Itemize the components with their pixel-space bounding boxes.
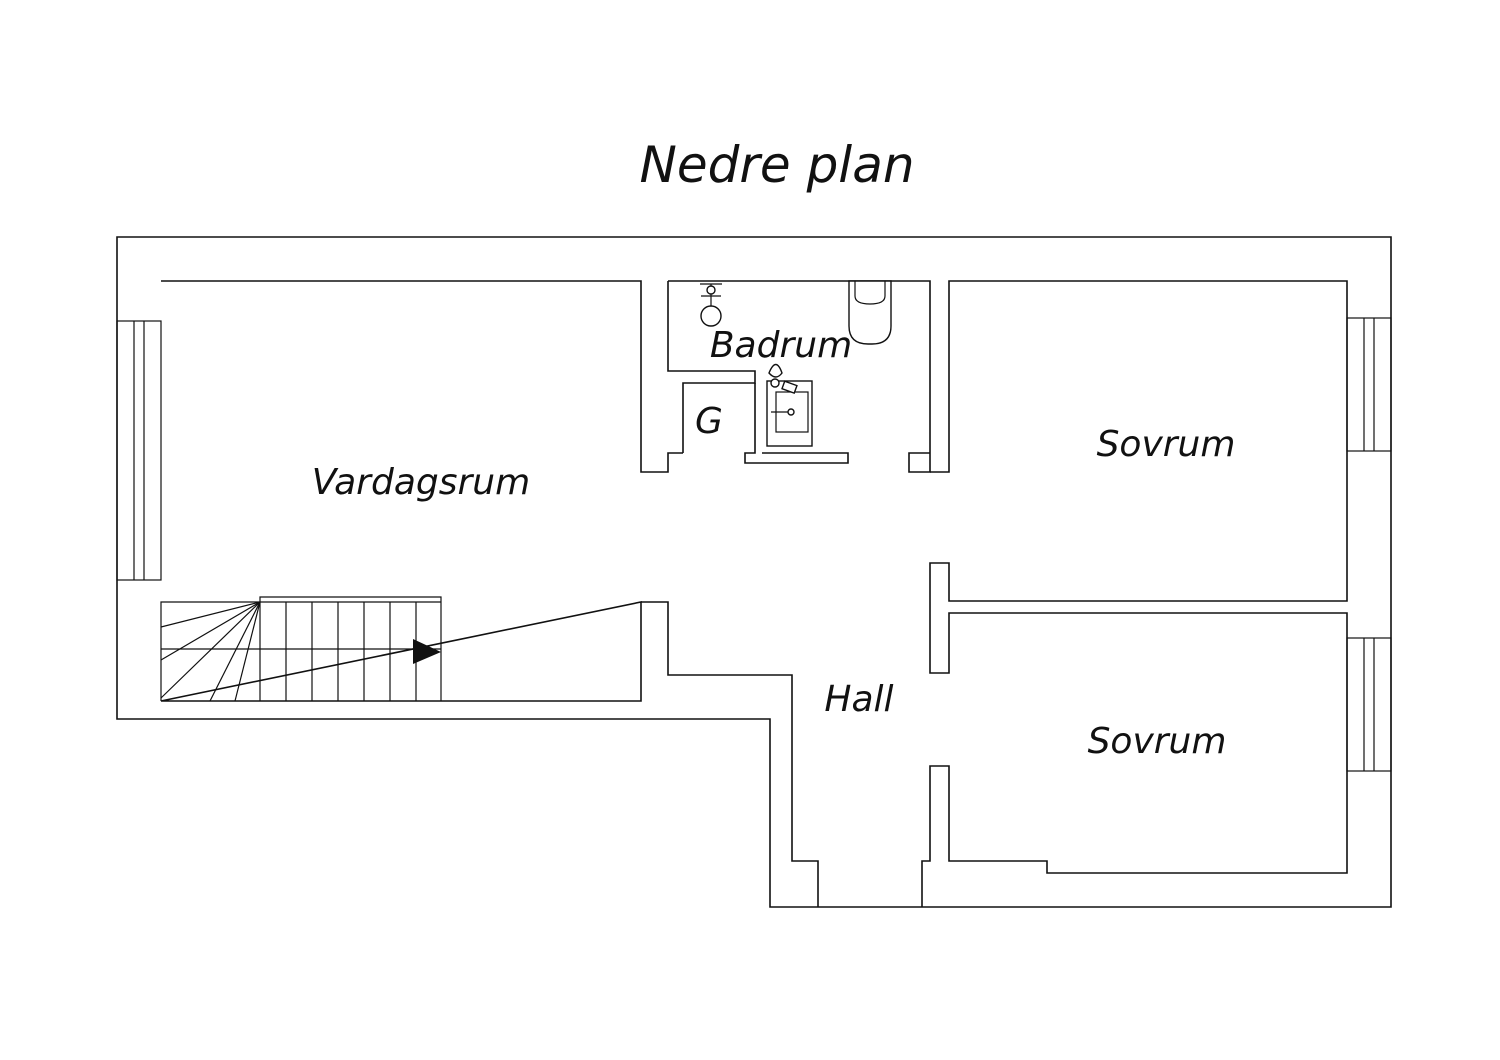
staircase bbox=[160, 596, 442, 702]
room-label-sovrum-2: Sovrum bbox=[1088, 721, 1227, 762]
living-room-wall bbox=[160, 280, 683, 702]
room-label-vardagsrum: Vardagsrum bbox=[312, 462, 530, 503]
room-label-hall: Hall bbox=[824, 679, 893, 720]
bathroom-wall-left bbox=[667, 281, 756, 453]
living-room-door-jamb bbox=[641, 601, 819, 907]
plan-title: Nedre plan bbox=[639, 136, 914, 194]
room-label-g: G bbox=[695, 401, 723, 442]
shower-icon bbox=[700, 283, 722, 327]
outer-wall bbox=[116, 236, 1392, 908]
sink-icon bbox=[766, 363, 813, 447]
window-right-lower bbox=[1346, 637, 1392, 772]
window-right-upper bbox=[1346, 317, 1392, 452]
window-left bbox=[116, 320, 162, 581]
toilet-icon bbox=[848, 280, 892, 345]
room-label-badrum: Badrum bbox=[710, 325, 852, 366]
closet-wall bbox=[744, 383, 849, 464]
triangle-right-icon bbox=[413, 639, 441, 664]
room-label-sovrum-1: Sovrum bbox=[1097, 424, 1236, 465]
bedroom-1-wall bbox=[921, 280, 1348, 907]
